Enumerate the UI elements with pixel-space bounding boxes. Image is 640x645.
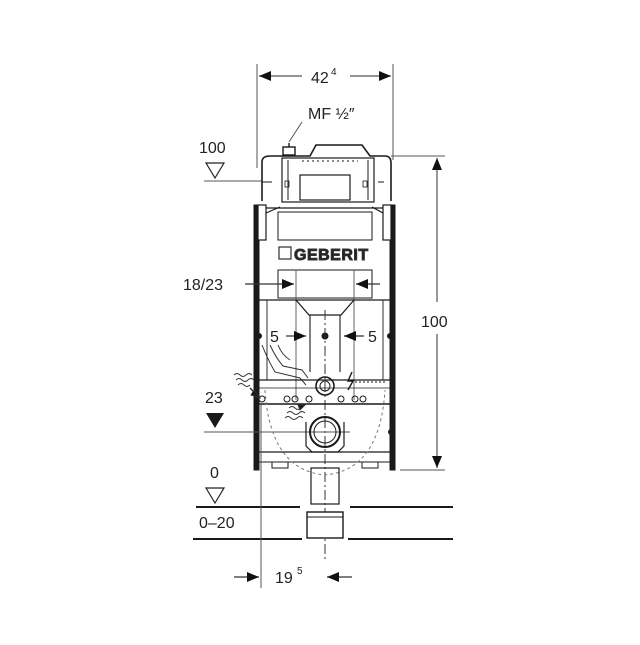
axis-offset-value: 19 — [275, 570, 293, 587]
level-0-value: 0 — [210, 465, 219, 482]
flush-bend — [261, 344, 309, 386]
right-offset-value: 5 — [368, 329, 377, 346]
level-23-value: 23 — [205, 390, 223, 407]
drain-spacing-value: 18/23 — [183, 277, 223, 294]
floor-range-value: 0–20 — [199, 515, 235, 532]
wavy-arrow-icon — [284, 404, 307, 420]
logo-square-icon — [278, 246, 292, 260]
connection-label: MF ½″ — [288, 106, 355, 143]
connection-text: MF ½″ — [308, 106, 355, 123]
triangle-down-open-icon — [204, 162, 226, 180]
cistern — [261, 143, 392, 203]
level-marker-100: 100 — [199, 140, 262, 182]
drain-bend — [259, 389, 394, 505]
lower-frame — [256, 299, 393, 560]
axis-offset-superscript: 5 — [297, 566, 303, 577]
left-offset-value: 5 — [270, 329, 279, 346]
height-dimension: 100 — [391, 155, 448, 471]
level-100-value: 100 — [199, 140, 226, 157]
lightning-icon — [346, 371, 355, 391]
height-value: 100 — [421, 314, 448, 331]
floor-levels: 0 0–20 — [193, 465, 453, 540]
width-value: 42 — [311, 70, 329, 87]
brand-logo: GEBERIT — [294, 247, 369, 264]
width-superscript: 4 — [331, 67, 337, 78]
front-panel — [266, 207, 383, 260]
upper-connection — [258, 376, 390, 405]
triangle-down-open-icon — [204, 487, 226, 505]
width-dimension: 42 4 — [256, 64, 394, 168]
axis-offset-dimension: 19 5 — [234, 404, 352, 588]
offset-dimensions: 5 5 — [270, 329, 377, 346]
wavy-arrow-icon — [233, 373, 262, 399]
triangle-down-filled-icon — [206, 413, 224, 428]
level-marker-23: 23 — [204, 390, 350, 433]
